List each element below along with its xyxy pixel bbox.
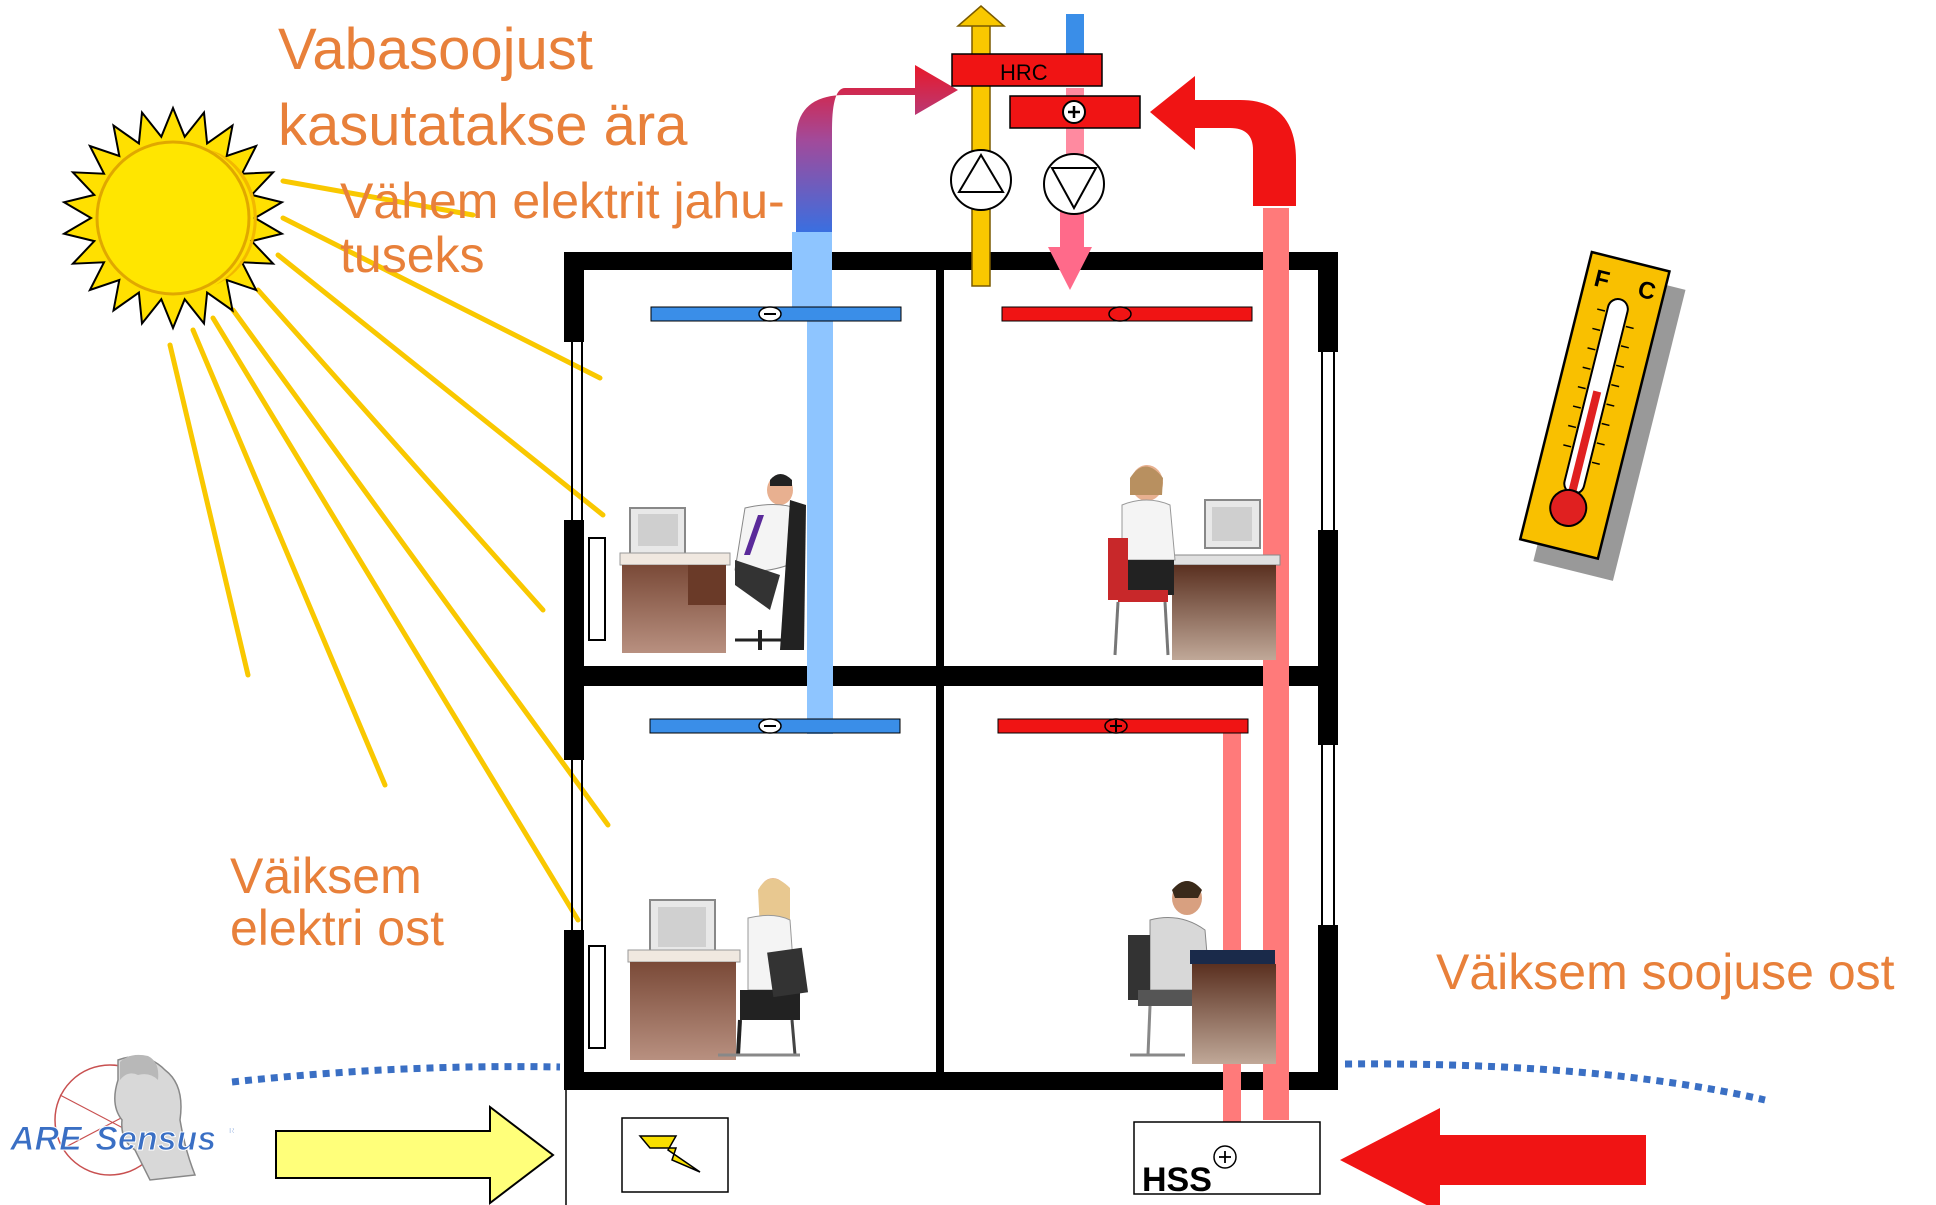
office-worker-blonde-woman: [627, 878, 809, 1060]
ground-line-left: [231, 1063, 561, 1086]
logo-sensus-text: Sensus: [95, 1120, 216, 1158]
warm-beam-bottom-right: [997, 718, 1249, 734]
logo-reg-mark: ®: [226, 1123, 238, 1140]
label-less-cooling-electricity: Vähem elektrit jahu- tuseks: [340, 173, 785, 283]
warm-beam-top-right: [1001, 306, 1253, 322]
supply-fan-icon: [1043, 153, 1105, 215]
exhaust-fan-icon: [950, 149, 1012, 211]
office-worker-man-reading: [1128, 881, 1276, 1064]
ground-line-right: [1344, 1060, 1766, 1104]
sun-icon: [61, 105, 285, 331]
hss-label: HSS: [1142, 1161, 1212, 1199]
office-worker-woman-typing: [1108, 465, 1281, 660]
svg-text:ARE Sensus ®: ARE Sensus ®: [9, 1120, 238, 1158]
cold-beam-top-left: [650, 306, 902, 322]
label-less-heat-purchase: Väiksem soojuse ost: [1436, 944, 1895, 1000]
intake-duct-curve: [1150, 76, 1296, 206]
cold-beam-bottom-left: [649, 718, 901, 734]
electricity-meter: [621, 1117, 729, 1193]
are-sensus-logo: ARE Sensus ®: [9, 1054, 238, 1181]
sun-rays: [167, 178, 611, 923]
thermometer-icon: F C: [1518, 250, 1686, 581]
building: [564, 252, 1338, 1205]
electricity-input-arrow: [275, 1104, 555, 1205]
thermometer-f-label: F: [1591, 265, 1612, 295]
hrc-unit: [951, 53, 1103, 87]
cold-duct: [792, 232, 832, 316]
label-less-electricity-purchase: Väiksem elektri ost: [230, 848, 444, 956]
logo-are-text: ARE: [9, 1120, 83, 1158]
office-worker-man-relaxing: [619, 474, 806, 653]
heat-input-arrow: [1340, 1108, 1646, 1205]
label-free-heat: Vabasoojust kasutatakse ära: [278, 17, 688, 158]
exhaust-air-arrow: [955, 5, 1007, 287]
extract-duct-curve: [796, 65, 958, 232]
hrc-label: HRC: [1000, 60, 1048, 85]
hss-heat-source: HSS: [1133, 1121, 1321, 1199]
thermometer-c-label: C: [1635, 276, 1658, 306]
